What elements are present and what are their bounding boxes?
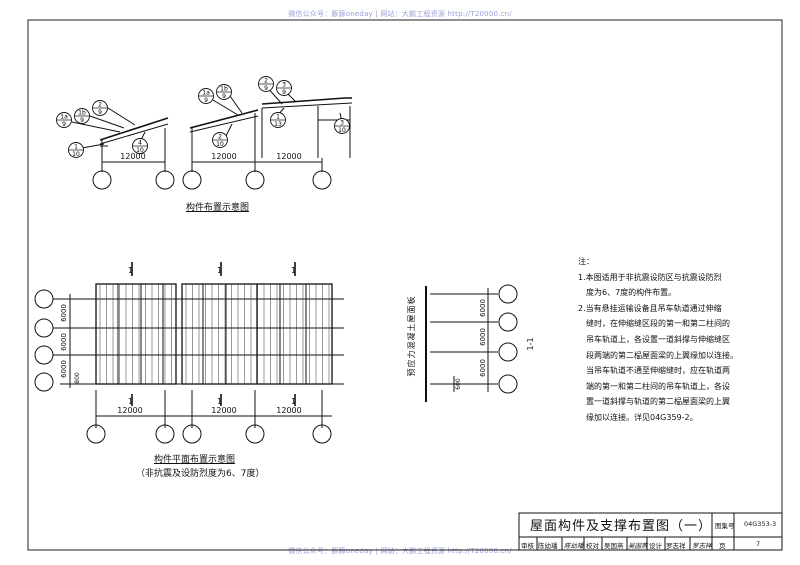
roof-plan <box>34 262 344 444</box>
member-tag: 410 <box>132 138 148 154</box>
dim-top-1: 12000 <box>120 152 145 161</box>
dim-plan-small: 800 <box>74 372 81 384</box>
layout-plan <box>71 85 353 190</box>
member-tag-sheet: 13 <box>274 121 282 128</box>
review-label: 审核 <box>521 542 534 550</box>
reviewer-signature: 陈幼璠 <box>564 542 584 550</box>
section-mark-1e: 1 <box>217 397 222 406</box>
notes-heading: 注： <box>578 257 594 266</box>
member-tag-number: 1 <box>276 114 280 121</box>
member-tag-number: 1b <box>78 110 86 117</box>
check-label: 校对 <box>586 542 599 550</box>
roof-panels <box>99 284 330 384</box>
dim-section-2: 6000 <box>479 328 487 346</box>
member-tag: 29 <box>258 76 274 92</box>
member-tag: 113 <box>270 112 286 128</box>
designer-name: 罗志祥 <box>666 542 686 550</box>
layout-plan-caption: 构件布置示意图 <box>186 203 250 213</box>
section-mark-1a: 1 <box>128 266 133 275</box>
dim-section-3: 6000 <box>479 359 487 377</box>
member-tag-number: 2 <box>264 78 268 85</box>
member-tag: 110 <box>68 142 84 158</box>
member-tag-number: 2 <box>98 102 102 109</box>
dim-plan-1: 12000 <box>117 406 142 415</box>
notes-line: 端的第一和第二柱间的吊车轨道上，各设 <box>586 381 730 391</box>
member-tag-sheet: 9 <box>264 85 268 92</box>
dim-top-2: 12000 <box>211 152 236 161</box>
notes-line: 吊车轨道上，各设置一道斜撑与伸缩缝区 <box>586 334 730 344</box>
member-tag: 1b9 <box>216 84 232 100</box>
notes-line: 缝时，在伸缩缝区段的第一和第二柱间的 <box>586 319 730 329</box>
title-block <box>518 512 783 551</box>
dim-plan-2: 12000 <box>211 406 236 415</box>
member-tag-sheet: 9 <box>98 109 102 116</box>
dim-top-3: 12000 <box>276 152 301 161</box>
sheet-title: 屋面构件及支撑布置图（一） <box>530 519 713 534</box>
member-tag: 1a9 <box>56 112 72 128</box>
section-1-1 <box>425 284 518 402</box>
page-number: 7 <box>756 540 761 548</box>
dim-plan-left-1: 6000 <box>60 304 68 322</box>
design-label: 设计 <box>649 542 662 550</box>
dim-section-1: 6000 <box>479 299 487 317</box>
dim-plan-left-3: 6000 <box>60 360 68 378</box>
member-tag-sheet: 10 <box>216 141 224 148</box>
notes-line: 置一道斜撑与轨道的第二榀屋面梁的上翼 <box>586 397 730 407</box>
notes-line: 缘加以连接。详见04G359-2。 <box>586 412 698 422</box>
dim-plan-3: 12000 <box>276 406 301 415</box>
roof-plan-caption: 构件平面布置示意图 <box>154 455 236 465</box>
roof-plan-subcaption: （非抗震及设防烈度为6、7度） <box>136 469 265 479</box>
member-tag: 1a9 <box>198 88 214 104</box>
notes-line: 1.本图适用于非抗震设防区与抗震设防烈 <box>578 272 722 282</box>
member-tag-number: 2 <box>218 134 222 141</box>
member-tag-number: 3 <box>282 82 286 89</box>
checker-signature: 吴国燕 <box>628 542 648 550</box>
notes-line: 2.当有悬挂运输设备且吊车轨道通过伸缩 <box>578 303 722 313</box>
section-mark-1c: 1 <box>291 266 296 275</box>
notes-line: 度为6、7度的构件布置。 <box>586 288 677 298</box>
dim-section-small: 600 <box>455 378 462 390</box>
member-tag-number: 1a <box>202 90 210 97</box>
member-tag: 39 <box>276 80 292 96</box>
section-slab-label: 预应力混凝土屋面板 <box>406 296 416 377</box>
member-tag: 310 <box>334 118 350 134</box>
member-tag-number: 1a <box>60 114 68 121</box>
member-tag-sheet: 10 <box>338 127 346 134</box>
notes-line: 段两端的第二榀屋面梁的上翼缘加以连接。 <box>586 350 738 360</box>
section-mark-1d: 1 <box>128 397 133 406</box>
reviewer-name: 陈幼璠 <box>538 542 558 550</box>
watermark-bottom: 微信公众号：豚豚oneday | 网站：大鹏工程资源 http://T20000… <box>288 547 512 555</box>
member-tag-sheet: 9 <box>80 117 84 124</box>
section-mark-1f: 1 <box>291 397 296 406</box>
member-tag-number: 1 <box>74 144 78 151</box>
notes: 注： 1.本图适用于非抗震设防区与抗震设防烈 度为6、7度的构件布置。 2.当有… <box>578 254 778 426</box>
member-tag-sheet: 10 <box>72 151 80 158</box>
member-tag: 1b9 <box>74 108 90 124</box>
designer-signature: 罗志祥 <box>692 542 712 550</box>
dim-plan-left-2: 6000 <box>60 333 68 351</box>
member-tag: 210 <box>212 132 228 148</box>
section-title: 1-1 <box>526 337 535 350</box>
section-mark-1b: 1 <box>217 266 222 275</box>
member-tag-sheet: 9 <box>204 97 208 104</box>
member-tag: 29 <box>92 100 108 116</box>
watermark-top: 微信公众号：豚豚oneday | 网站：大鹏工程资源 http://T20000… <box>288 10 512 18</box>
page-label: 页 <box>719 542 726 550</box>
member-tag-sheet: 10 <box>136 147 144 154</box>
checker-name: 吴国燕 <box>604 542 624 550</box>
member-tag-sheet: 9 <box>222 93 226 100</box>
atlas-number: 04G353-3 <box>744 520 777 528</box>
notes-line: 当吊车轨道不通至伸缩缝时，应在轨道两 <box>586 366 730 376</box>
member-tag-number: 3 <box>340 120 344 127</box>
member-tag-number: 4 <box>138 140 142 147</box>
member-tag-sheet: 9 <box>282 89 286 96</box>
member-tag-sheet: 9 <box>62 121 66 128</box>
member-tag-number: 1b <box>220 86 228 93</box>
atlas-label: 图集号 <box>715 522 735 530</box>
sheet-border <box>27 19 783 551</box>
